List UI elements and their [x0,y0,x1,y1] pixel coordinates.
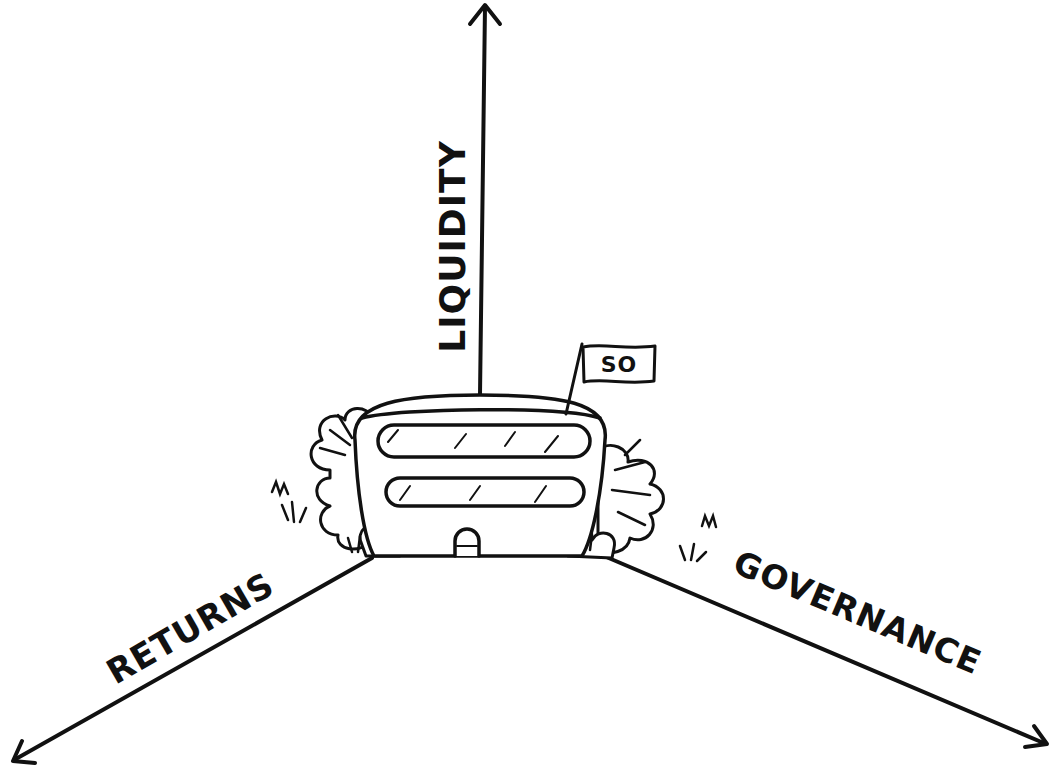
returns-axis [14,558,372,760]
axis-arrowhead [1025,726,1047,747]
glass-reflection [388,430,558,502]
building-body [355,395,606,556]
grass-tuft [680,544,706,561]
door [455,529,479,556]
flag-node: SO [582,344,656,384]
grass-tuft [702,516,716,527]
grass-tuft [348,536,360,552]
window-band [378,425,590,457]
axis-label: LIQUIDITY [432,140,473,352]
leaf-strokes [612,440,650,525]
axis-arrowhead [13,741,35,763]
leaf-strokes [320,415,352,455]
building [355,344,606,556]
window-band [386,478,584,506]
flag-shape [583,346,655,383]
grass-tuft [272,482,288,494]
axis-arrowhead [470,5,500,24]
liquidity-axis [480,6,485,395]
axis-label: RETURNS [99,564,280,692]
axes [13,5,1047,763]
grass-tuft [282,502,306,522]
axis-label: GOVERNANCE [728,542,987,682]
roof-rim [362,410,600,418]
flag-text: SO [601,352,638,377]
flag-pole [566,344,582,414]
door-detail [457,545,477,547]
